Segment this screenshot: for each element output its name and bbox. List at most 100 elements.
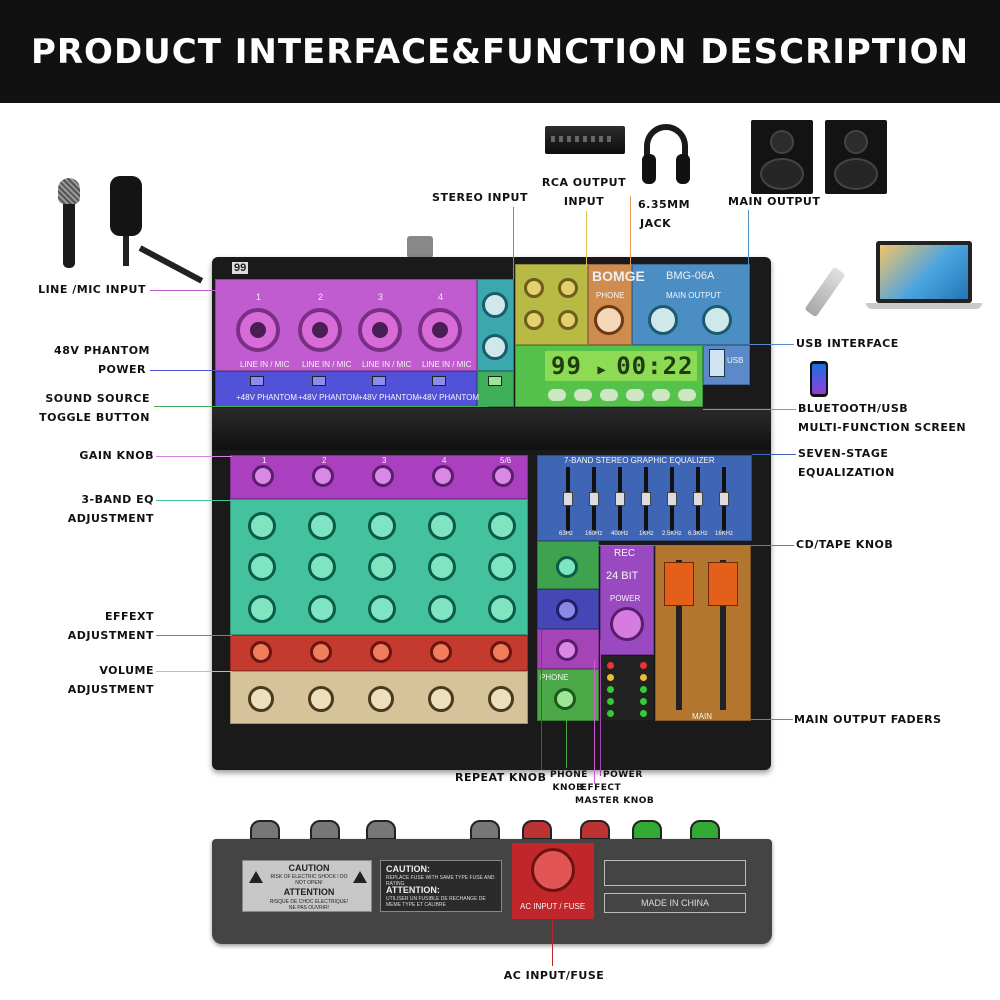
eq-mid-knob-3[interactable] [368,553,396,581]
rca-input-right[interactable] [524,310,544,330]
gain-knob-3[interactable] [372,465,394,487]
power-label: POWER [610,594,641,603]
eq-low-knob-2[interactable] [308,595,336,623]
screen-button-2[interactable] [574,389,592,401]
lead-line [600,640,601,776]
label-usb-interface: USB INTERFACE [796,337,899,350]
eq-high-knob-2[interactable] [308,512,336,540]
back-knob[interactable] [522,820,552,840]
back-jack[interactable] [310,820,340,840]
screen-button-3[interactable] [600,389,618,401]
rca-output-left[interactable] [558,278,578,298]
meter-led [607,710,614,717]
phantom-button-1[interactable] [250,376,264,386]
screen-button-1[interactable] [548,389,566,401]
phantom-button-4[interactable] [432,376,446,386]
fx-knob-2[interactable] [310,641,332,663]
phantom-button-3[interactable] [372,376,386,386]
lead-line [748,210,749,266]
strip-number: 3 [382,456,387,465]
rca-output-right[interactable] [558,310,578,330]
rca-input-left[interactable] [524,278,544,298]
effect-master-knob[interactable] [556,639,578,661]
screen-button-5[interactable] [652,389,670,401]
eq-mid-knob-1[interactable] [248,553,276,581]
eq-high-knob-1[interactable] [248,512,276,540]
eq-low-knob-4[interactable] [428,595,456,623]
xlr-input-2[interactable] [298,308,342,352]
xlr-input-4[interactable] [418,308,462,352]
eq-mid-knob-4[interactable] [428,553,456,581]
lead-line [541,620,542,770]
volume-knob-1[interactable] [248,686,274,712]
back-jack[interactable] [470,820,500,840]
stereo-input-jack-6[interactable] [482,334,508,360]
label-rca-output-line1: RCA OUTPUT [541,176,627,189]
made-in-label: MADE IN CHINA [604,893,746,913]
strip-number: 5/6 [500,456,512,465]
volume-knob-5-6[interactable] [488,686,514,712]
gain-knob-5-6[interactable] [492,465,514,487]
cd-tape-knob[interactable] [556,556,578,578]
phantom-button-2[interactable] [312,376,326,386]
ac-input-socket[interactable] [531,848,575,892]
headphone-jack[interactable] [594,305,624,335]
repeat-knob[interactable] [556,599,578,621]
geq-slider-6-3khz[interactable] [693,492,703,506]
xlr-input-3[interactable] [358,308,402,352]
volume-knob-2[interactable] [308,686,334,712]
fx-knob-1[interactable] [250,641,272,663]
screen-button-6[interactable] [678,389,696,401]
main-fader-left[interactable] [664,562,694,606]
geq-band-label: 2.5KHz [662,531,682,537]
eq-mid-knob-2[interactable] [308,553,336,581]
phone-jack-zone [588,264,632,345]
eq-high-knob-4[interactable] [428,512,456,540]
fuse-sticker: CAUTION: REPLACE FUSE WITH SAME TYPE FUS… [380,860,502,912]
fx-knob-3[interactable] [370,641,392,663]
fx-knob-4[interactable] [430,641,452,663]
geq-slider-400hz[interactable] [615,492,625,506]
model-name: BMG-06A [666,270,715,282]
gain-knob-2[interactable] [312,465,334,487]
usb-port[interactable] [709,349,725,377]
fx-knob-5-6[interactable] [490,641,512,663]
geq-slider-16khz[interactable] [719,492,729,506]
label-ac-input: AC INPUT/FUSE [503,969,605,982]
geq-slider-1khz[interactable] [641,492,651,506]
back-knob[interactable] [580,820,610,840]
eq-low-knob-1[interactable] [248,595,276,623]
screen-button-4[interactable] [626,389,644,401]
eq-low-knob-3[interactable] [368,595,396,623]
caution-body: RISK OF ELECTRIC SHOCK ! DO NOT OPEN! [270,874,348,886]
lead-line [586,211,587,267]
main-fader-right[interactable] [708,562,738,606]
phone-knob[interactable] [554,688,576,710]
geq-band-label: 160Hz [585,531,603,537]
label-jack-line2: JACK [640,217,672,230]
geq-slider-160hz[interactable] [589,492,599,506]
usb-stick-icon [804,266,846,318]
speaker-icon [751,120,813,194]
eq-mid-knob-5-6[interactable] [488,553,516,581]
stereo-input-jack-5[interactable] [482,292,508,318]
back-knob[interactable] [632,820,662,840]
main-output-right-jack[interactable] [702,305,732,335]
eq-high-knob-5-6[interactable] [488,512,516,540]
volume-knob-3[interactable] [368,686,394,712]
xlr-input-1[interactable] [236,308,280,352]
eq-high-knob-3[interactable] [368,512,396,540]
volume-knob-4[interactable] [428,686,454,712]
geq-slider-2-5khz[interactable] [667,492,677,506]
back-knob[interactable] [690,820,720,840]
back-jack[interactable] [366,820,396,840]
eq-low-knob-5-6[interactable] [488,595,516,623]
gain-knob-4[interactable] [432,465,454,487]
geq-slider-63hz[interactable] [563,492,573,506]
main-output-left-jack[interactable] [648,305,678,335]
speaker-icon [825,120,887,194]
power-button[interactable] [610,607,644,641]
sound-source-toggle-button[interactable] [488,376,502,386]
gain-knob-1[interactable] [252,465,274,487]
back-jack[interactable] [250,820,280,840]
